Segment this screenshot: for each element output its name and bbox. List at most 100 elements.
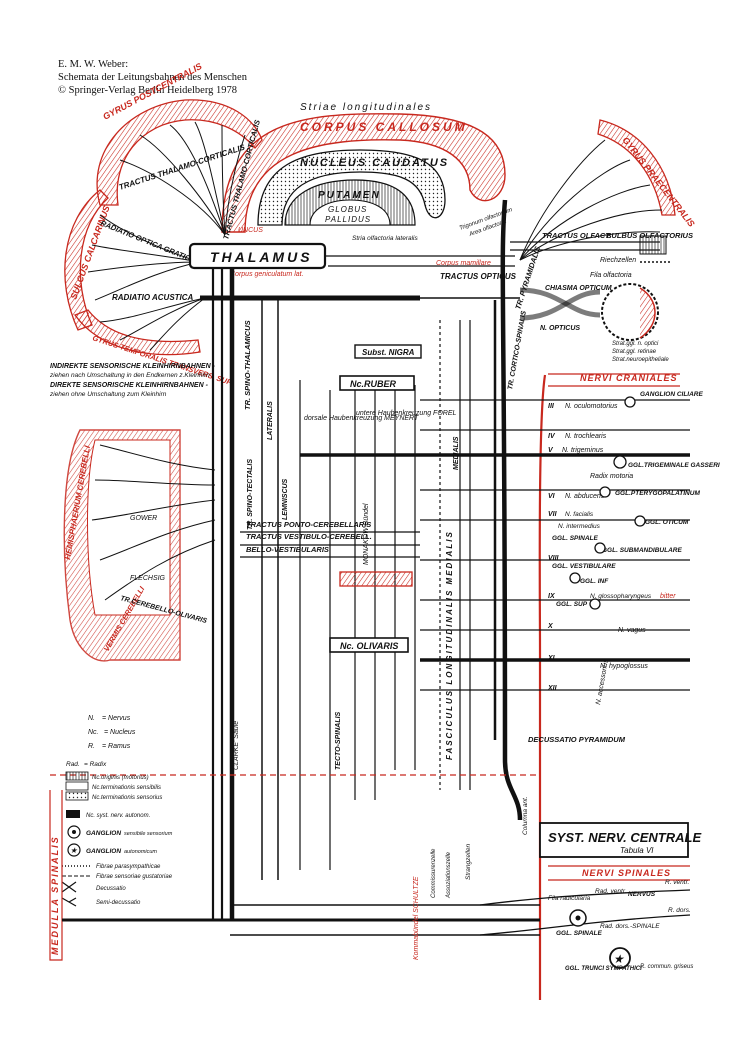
sulcus-calcarinus: SULCUS CALCARINUS RADIATIO OPTICA GRATIO… bbox=[64, 189, 207, 331]
numeral-3: III bbox=[548, 403, 555, 410]
numeral-12: XII bbox=[547, 685, 558, 692]
legend-star-icon: ★ bbox=[70, 846, 78, 855]
nc-olivaris-label: Nc. OLIVARIS bbox=[340, 641, 398, 651]
legend-text-13: Semi-decussatio bbox=[96, 900, 141, 906]
strat-ggl-retinae-label: Strat.ggl. retinae bbox=[612, 349, 657, 355]
legend-symbol-1: Nc. bbox=[88, 729, 99, 736]
nervi-spinales-label: NERVI SPINALES bbox=[582, 868, 671, 878]
ggl-inf-label: GGL. INF bbox=[580, 578, 609, 585]
direkte-label: DIREKTE SENSORISCHE KLEINHIRNBAHNEN - bbox=[50, 382, 209, 389]
fasciculus-label: FASCICULUS LONGITUDINALIS MEDIALIS bbox=[445, 530, 454, 760]
n-trochlearis-label: N. trochlearis bbox=[565, 433, 607, 440]
legend-symbol-8: GANGLION bbox=[86, 830, 121, 837]
sympathetic-star-icon: ★ bbox=[613, 952, 625, 966]
ggl-sup-label: GGL. SUP bbox=[556, 601, 588, 608]
bitter-label: bitter bbox=[660, 593, 676, 600]
legend-text-0: = Nervus bbox=[102, 715, 131, 722]
corpus-mamillare-label: Corpus mamillare bbox=[436, 260, 491, 267]
numeral-5: V bbox=[548, 447, 554, 454]
corpus-callosum-label: CORPUS CALLOSUM bbox=[300, 120, 468, 134]
subst-nigra-box: Subst. NIGRA bbox=[354, 344, 422, 359]
cerebellar-fibers bbox=[91, 444, 216, 601]
strat-neuroepith-label: Strat.neuroepitheliale bbox=[612, 357, 669, 363]
numeral-7: VII bbox=[548, 511, 558, 518]
r-commun-label: R. commun. griseus bbox=[640, 964, 693, 970]
legend: N. = Nervus Nc. = Nucleus R. = Ramus Rad… bbox=[61, 715, 173, 907]
ggl-spinale-2-label: GGL. SPINALE bbox=[556, 930, 603, 937]
legend-text-8: sensibile sensorium bbox=[124, 831, 173, 837]
cranial-nerve-column: NERVI CRANIALES bbox=[538, 373, 680, 1000]
subst-nigra-label: Subst. NIGRA bbox=[362, 348, 415, 357]
tractus-ponto-cerebellaris-label: TRACTUS PONTO-CEREBELLARIS bbox=[246, 520, 371, 529]
ggl-pterygopalatinum-label: GGL.PTERYGOPALATINUM bbox=[615, 490, 700, 497]
commissurenzelle-label: Commissurenzelle bbox=[431, 848, 437, 898]
thalamus-box: THALAMUS bbox=[188, 242, 327, 270]
legend-text-1: = Nucleus bbox=[104, 729, 136, 736]
praecentral-fibers bbox=[519, 139, 663, 261]
basal-ganglia: NUCLEUS CAUDATUS PUTAMEN GLOBUS PALLIDUS bbox=[257, 149, 449, 226]
indirekte-sub-label: ziehen nach Umschaltung in den Endkernen… bbox=[49, 372, 210, 379]
tractus-opticus-label: TRACTUS OPTICUS bbox=[440, 272, 517, 281]
n-accessorius-label: N. accessorius bbox=[595, 658, 610, 705]
legend-text-10: Fibrae parasympathicae bbox=[96, 864, 161, 870]
tr-cortico-spinalis-label: TR. CORTICO-SPINALIS bbox=[507, 310, 528, 390]
nervi-craniales-label: NERVI CRANIALES bbox=[580, 373, 678, 383]
ggl-oticum-label: GGL. OTICUM bbox=[645, 519, 689, 526]
legend-text-3: = Radix bbox=[84, 761, 107, 768]
upper-horizontal-tracts bbox=[200, 241, 660, 301]
globus-label: GLOBUS bbox=[328, 205, 367, 214]
legend-text-5: Nc.terminationis sensibilis bbox=[92, 785, 161, 791]
legend-symbol-0: N. bbox=[88, 715, 95, 722]
hauben-kreuzung-label: dorsale Haubenkreuzung MEYNERT bbox=[304, 415, 419, 422]
ggl-vestibulare-label: GGL. VESTIBULARE bbox=[552, 563, 616, 570]
legend-text-6: Nc.terminationis sensorius bbox=[92, 795, 162, 801]
n-opticus-label: N. OPTICUS bbox=[540, 325, 580, 332]
strangzellen-label: Strangzellen bbox=[465, 843, 472, 880]
legend-text-7: Nc. syst. nerv. autonom. bbox=[86, 813, 150, 819]
tr-spino-thalamicus-label: TR. SPINO-THALAMICUS bbox=[243, 320, 252, 410]
ggl-spinale-label: GGL. SPINALE bbox=[552, 535, 599, 542]
numeral-6: VI bbox=[548, 493, 556, 500]
stria-olfactoria-label: Stria olfactoria lateralis bbox=[352, 235, 418, 242]
ganglion-symbols bbox=[569, 396, 646, 610]
tractus-olfact-label: TRACTUS OLFACT. bbox=[542, 231, 611, 240]
strat-ggl-nervi-label: Strat.ggl. n. optici bbox=[612, 341, 659, 347]
columna-ant-label: Columna ant. bbox=[522, 796, 529, 835]
medialis-label: MEDIALIS bbox=[453, 436, 460, 470]
striae-label: Striae longitudinales bbox=[300, 102, 432, 113]
legend-text-11: Fibrae sensoriae gustatoriae bbox=[96, 874, 173, 880]
decussatio-label: DECUSSATIO PYRAMIDUM bbox=[528, 735, 626, 744]
thalamus-label: THALAMUS bbox=[210, 249, 313, 265]
tractus-vestibulo-cerebell-label: TRACTUS VESTIBULO-CEREBELL. bbox=[246, 532, 372, 541]
cranial-nerve-labels: N. oculomotorius GANGLION CILIARE N. tro… bbox=[528, 391, 720, 744]
numeral-8: VIII bbox=[548, 555, 560, 562]
rad-ventr-label: Rad. ventr. bbox=[595, 888, 627, 895]
tecto-spinalis-label: TECTO-SPINALIS bbox=[335, 711, 342, 770]
nc-olivaris-box: Nc. OLIVARIS bbox=[329, 637, 409, 653]
gyrus-praecentralis-label: GYRUS PRAECENTRALIS bbox=[620, 135, 696, 229]
cerebellum: HEMISPHAERIUM CEREBELLI VERMIS CEREBELLI… bbox=[63, 429, 216, 662]
monakow-label: MONAKOW Bündel bbox=[363, 503, 370, 565]
fila-radicularia-label: Fila radicularia bbox=[548, 895, 591, 902]
bello-vestibularis-label: BELLO-VESTIBULARIS bbox=[246, 545, 329, 554]
n-intermedius-label: N. intermedius bbox=[558, 523, 601, 530]
uncus-label: UNCUS bbox=[238, 227, 263, 234]
nucleus-caudatus-label: NUCLEUS CAUDATUS bbox=[300, 157, 449, 169]
author-line: E. M. W. Weber: bbox=[58, 59, 129, 70]
gower-label: GOWER bbox=[130, 515, 157, 522]
ganglion-ciliare-label: GANGLION CILIARE bbox=[640, 391, 703, 398]
publication-header: E. M. W. Weber: Schemata der Leitungsbah… bbox=[58, 58, 247, 97]
legend-text-2: = Ramus bbox=[102, 743, 131, 750]
spinal-nerve: ★ Fila radicularia Rad. ventr. NERVUS R.… bbox=[413, 796, 693, 972]
acoustic-radiation-fibers bbox=[99, 297, 225, 351]
kommabundel-label: Kommabündel SCHULTZE bbox=[413, 876, 420, 960]
postcentral-fibers bbox=[119, 121, 246, 236]
legend-text-12: Decussatio bbox=[96, 886, 126, 892]
n-hypoglossus-label: N. hypoglossus bbox=[600, 663, 648, 670]
legend-symbol-9: GANGLION bbox=[86, 848, 121, 855]
legend-text-9: autonomicum bbox=[124, 849, 157, 855]
tr-spino-tectalis-label: TR. SPINO-TECTALIS bbox=[247, 459, 254, 530]
optic-chiasma: CHIASMA OPTICUM N. OPTICUS bbox=[519, 285, 612, 332]
